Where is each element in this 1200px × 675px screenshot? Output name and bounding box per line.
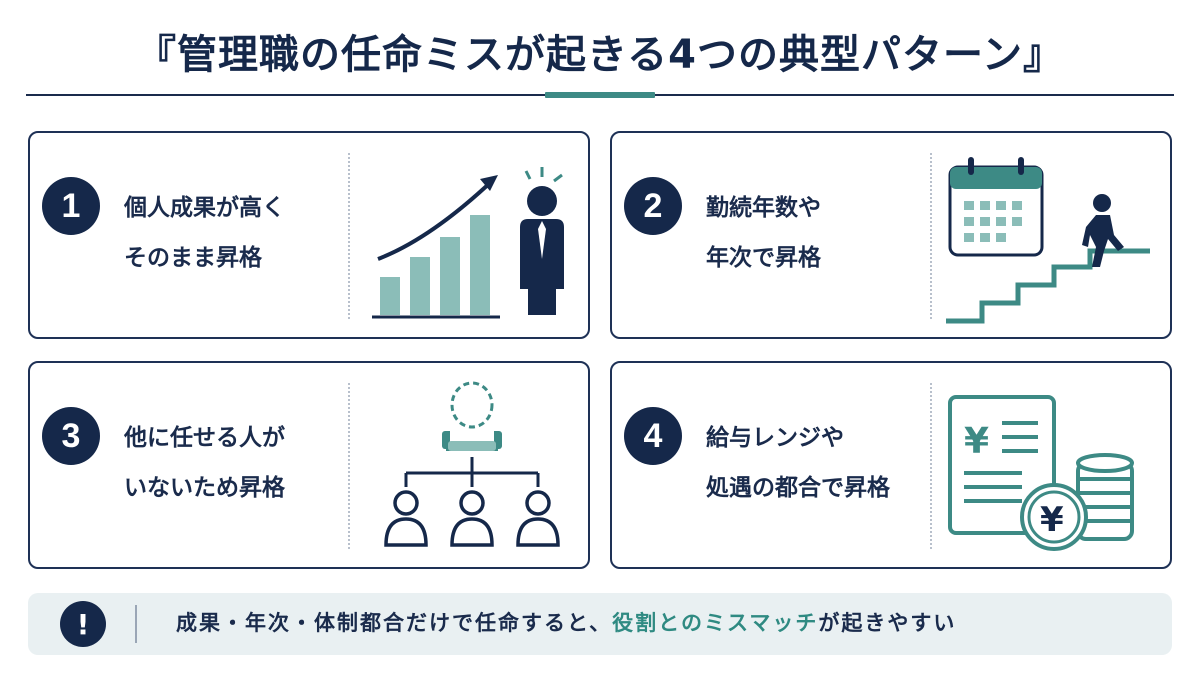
notice-text-accent: 役割とのミスマッチ (612, 611, 819, 635)
pattern-number-badge: 3 (42, 407, 100, 465)
pattern-number-badge: 1 (42, 177, 100, 235)
yen-document-coins-icon: ¥ ¥ (948, 395, 1134, 551)
pattern-description: 他に任せる人が いないため昇格 (124, 413, 344, 513)
pattern-description: 個人成果が高く そのまま昇格 (124, 183, 344, 283)
card-divider (930, 153, 932, 319)
pattern-card-3: 3 他に任せる人が いないため昇格 (28, 361, 590, 569)
page-title: 『管理職の任命ミスが起きる4つの典型パターン』 (135, 32, 1065, 78)
bar-chart-businessman-icon (372, 167, 564, 319)
pattern-card-1: 1 個人成果が高く そのまま昇格 (28, 131, 590, 339)
svg-text:¥: ¥ (964, 421, 989, 462)
notice-divider (135, 605, 137, 643)
title-underline-accent (545, 92, 655, 98)
calendar-stairs-icon (946, 157, 1150, 324)
pattern-number-badge: 4 (624, 407, 682, 465)
notice-bar: ! 成果・年次・体制都合だけで任命すると、役割とのミスマッチが起きやすい (28, 593, 1172, 655)
exclamation-icon: ! (60, 601, 106, 647)
pattern-card-2: 2 勤続年数や 年次で昇格 (610, 131, 1172, 339)
pattern-line-2: 処遇の都合で昇格 (706, 475, 890, 501)
card-divider (348, 153, 350, 319)
pattern-number-badge: 2 (624, 177, 682, 235)
pattern-line-1: 勤続年数や (706, 195, 821, 221)
empty-chair-org-chart-icon (384, 381, 560, 547)
pattern-line-2: いないため昇格 (124, 475, 285, 501)
pattern-description: 勤続年数や 年次で昇格 (706, 183, 926, 283)
pattern-line-2: そのまま昇格 (124, 245, 262, 271)
card-divider (930, 383, 932, 549)
pattern-line-1: 給与レンジや (706, 425, 844, 451)
notice-text-before: 成果・年次・体制都合だけで任命すると、 (176, 611, 613, 635)
pattern-line-1: 個人成果が高く (124, 195, 285, 221)
card-divider (348, 383, 350, 549)
pattern-line-1: 他に任せる人が (124, 425, 285, 451)
svg-text:¥: ¥ (1040, 500, 1064, 540)
notice-text: 成果・年次・体制都合だけで任命すると、役割とのミスマッチが起きやすい (176, 607, 956, 637)
pattern-card-4: 4 給与レンジや 処遇の都合で昇格 ¥ ¥ (610, 361, 1172, 569)
pattern-line-2: 年次で昇格 (706, 245, 821, 271)
pattern-description: 給与レンジや 処遇の都合で昇格 (706, 413, 926, 513)
notice-text-after: が起きやすい (818, 611, 957, 635)
